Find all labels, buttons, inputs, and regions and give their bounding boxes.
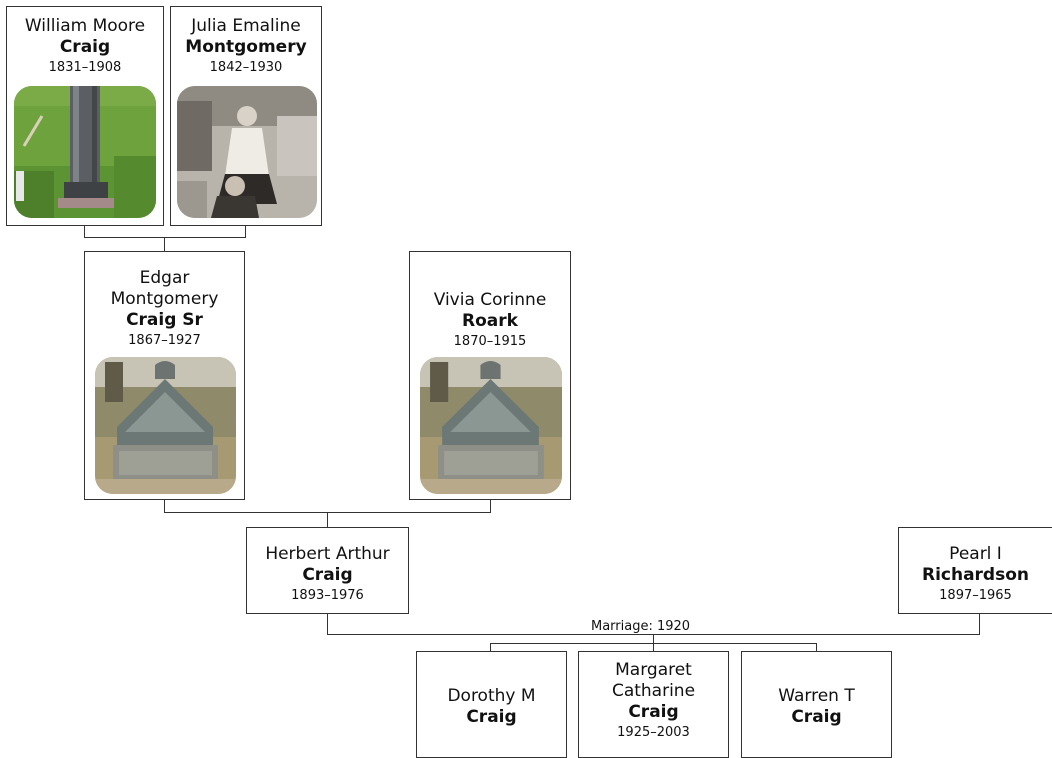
life-dates: 1893–1976 [291, 588, 364, 603]
connector-line [490, 500, 491, 513]
surname: Craig [628, 702, 679, 722]
life-dates: 1831–1908 [48, 60, 122, 75]
connector-line [653, 643, 654, 651]
connector-line [327, 512, 328, 527]
given-name: Warren T [778, 686, 855, 706]
person-card-dorothy-m-craig[interactable]: Dorothy M Craig [416, 651, 567, 758]
surname: Craig [302, 565, 353, 585]
given-name-line-2: Catharine [611, 681, 696, 701]
connector-line [84, 237, 246, 238]
marriage-label: Marriage: 1920 [588, 619, 694, 634]
person-card-vivia-corinne-roark[interactable]: Vivia Corinne Roark 1870–1915 [409, 251, 571, 500]
gravestone-image [420, 357, 562, 494]
connector-line [979, 614, 980, 635]
given-name: Dorothy M [447, 686, 536, 706]
surname: Craig [466, 707, 517, 727]
person-card-herbert-arthur-craig[interactable]: Herbert Arthur Craig 1893–1976 [246, 527, 409, 614]
portrait-photo[interactable] [177, 86, 317, 218]
life-dates: 1925–2003 [617, 725, 690, 740]
given-name: Pearl I [949, 544, 1002, 564]
life-dates: 1842–1930 [209, 60, 283, 75]
surname: Craig [59, 37, 111, 57]
surname: Montgomery [185, 37, 307, 57]
given-name-line-1: Margaret [615, 660, 692, 680]
connector-line [327, 614, 328, 635]
given-name: William Moore [24, 16, 146, 36]
connector-line [164, 237, 165, 251]
person-card-margaret-catharine-craig[interactable]: Margaret Catharine Craig 1925–2003 [578, 651, 729, 758]
gravestone-photo[interactable] [420, 357, 562, 494]
connector-line [245, 226, 246, 238]
surname: Roark [462, 311, 518, 331]
person-card-edgar-montgomery-craig-sr[interactable]: Edgar Montgomery Craig Sr 1867–1927 [84, 251, 245, 500]
connector-line [653, 634, 654, 644]
given-name-line-2: Montgomery [110, 289, 219, 309]
surname: Craig [791, 707, 842, 727]
connector-line [164, 500, 165, 513]
person-card-warren-t-craig[interactable]: Warren T Craig [741, 651, 892, 758]
surname: Craig Sr [126, 310, 203, 330]
person-card-william-moore-craig[interactable]: William Moore Craig 1831–1908 [6, 6, 164, 226]
connector-line [816, 643, 817, 651]
gravestone-photo[interactable] [95, 357, 236, 494]
life-dates: 1867–1927 [128, 333, 201, 348]
connector-line [490, 643, 491, 651]
portrait-image [177, 86, 317, 218]
person-card-pearl-i-richardson[interactable]: Pearl I Richardson 1897–1965 [898, 527, 1052, 614]
given-name: Vivia Corinne [433, 290, 547, 310]
gravestone-image [14, 86, 156, 218]
gravestone-image [95, 357, 236, 494]
surname: Richardson [921, 565, 1030, 585]
life-dates: 1870–1915 [453, 334, 527, 349]
gravestone-photo[interactable] [14, 86, 156, 218]
given-name: Julia Emaline [191, 16, 301, 36]
person-card-julia-emaline-montgomery[interactable]: Julia Emaline Montgomery 1842–1930 [170, 6, 322, 226]
life-dates: 1897–1965 [939, 588, 1012, 603]
connector-line [84, 226, 85, 238]
given-name: Herbert Arthur [265, 544, 390, 564]
given-name-line-1: Edgar [139, 268, 190, 288]
